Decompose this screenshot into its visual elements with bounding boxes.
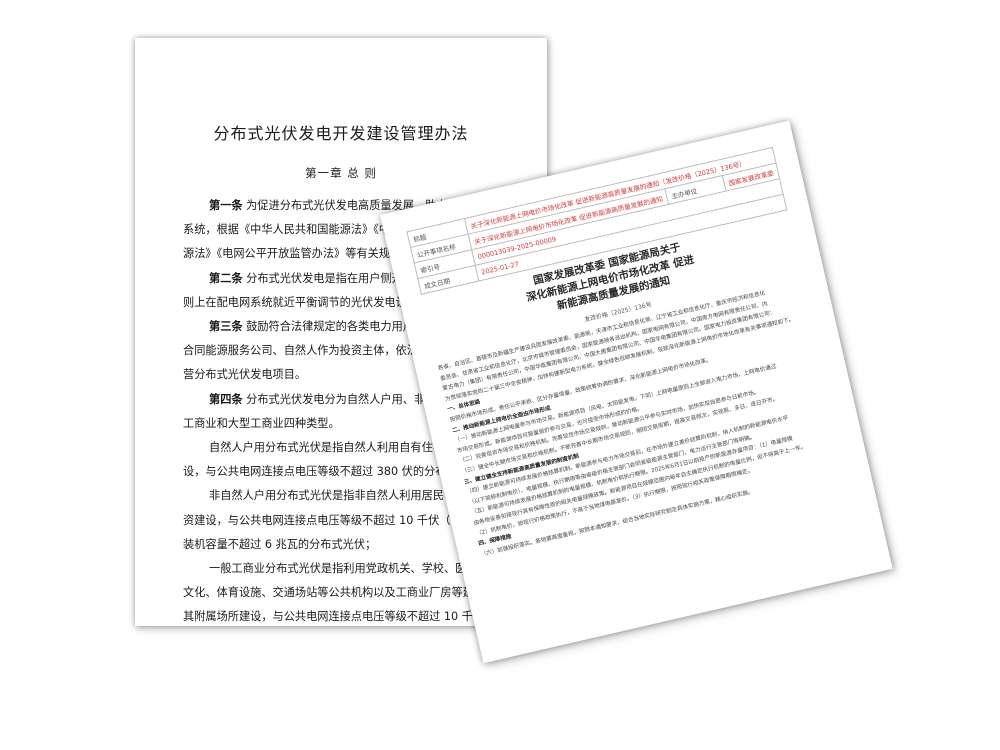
article-paragraph: 一般工商业分布式光伏是指利用党政机关、学校、医院、文化、体育设施、交通场站等公共…: [183, 557, 543, 626]
paragraph-line: 一般工商业分布式光伏是指利用党政机关、学校、医院、: [209, 562, 489, 575]
paragraph-line: 非自然人户用分布式光伏是指非自然人利用居民住宅等投: [209, 489, 489, 503]
paragraph-line: 资建设，与公共电网连接点电压等级不超过 10 千伏（20 千伏）、总: [183, 513, 519, 527]
document-title: 分布式光伏发电开发建设管理办法: [213, 124, 469, 143]
article-number: 第二条: [209, 271, 243, 285]
article-paragraph: 非自然人户用分布式光伏是指非自然人利用居民住宅等投资建设，与公共电网连接点电压等…: [183, 484, 543, 557]
paragraph-line: 工商业和大型工商业四种类型。: [183, 416, 340, 430]
paragraph-line: 自然人户用分布式光伏是指自然人利用自有住宅等投资建: [209, 441, 489, 454]
chapter-heading: 第一章 总 则: [305, 166, 377, 180]
paragraph-line: 则上在配电网系统就近平衡调节的光伏发电设施。: [183, 295, 430, 309]
paragraph-line: 装机容量不超过 6 兆瓦的分布式光伏；: [183, 537, 377, 551]
paragraph-line: 文化、体育设施、交通场站等公共机构以及工商业厂房等建筑物及: [183, 586, 508, 600]
article-number: 第三条: [209, 320, 243, 333]
paragraph-line: 设，与公共电网连接点电压等级不超过 380 伏的分布式光伏；: [183, 465, 492, 479]
article-number: 第一条: [209, 199, 243, 212]
paragraph-line: 营分布式光伏发电项目。: [183, 368, 307, 382]
paragraph-line: 其附属场所建设，与公共电网连接点电压等级不超过 10 千伏（20 千: [183, 610, 525, 624]
article-number: 第四条: [209, 392, 243, 406]
article-paragraph: 自然人户用分布式光伏是指自然人利用自有住宅等投资建设，与公共电网连接点电压等级不…: [183, 436, 543, 484]
